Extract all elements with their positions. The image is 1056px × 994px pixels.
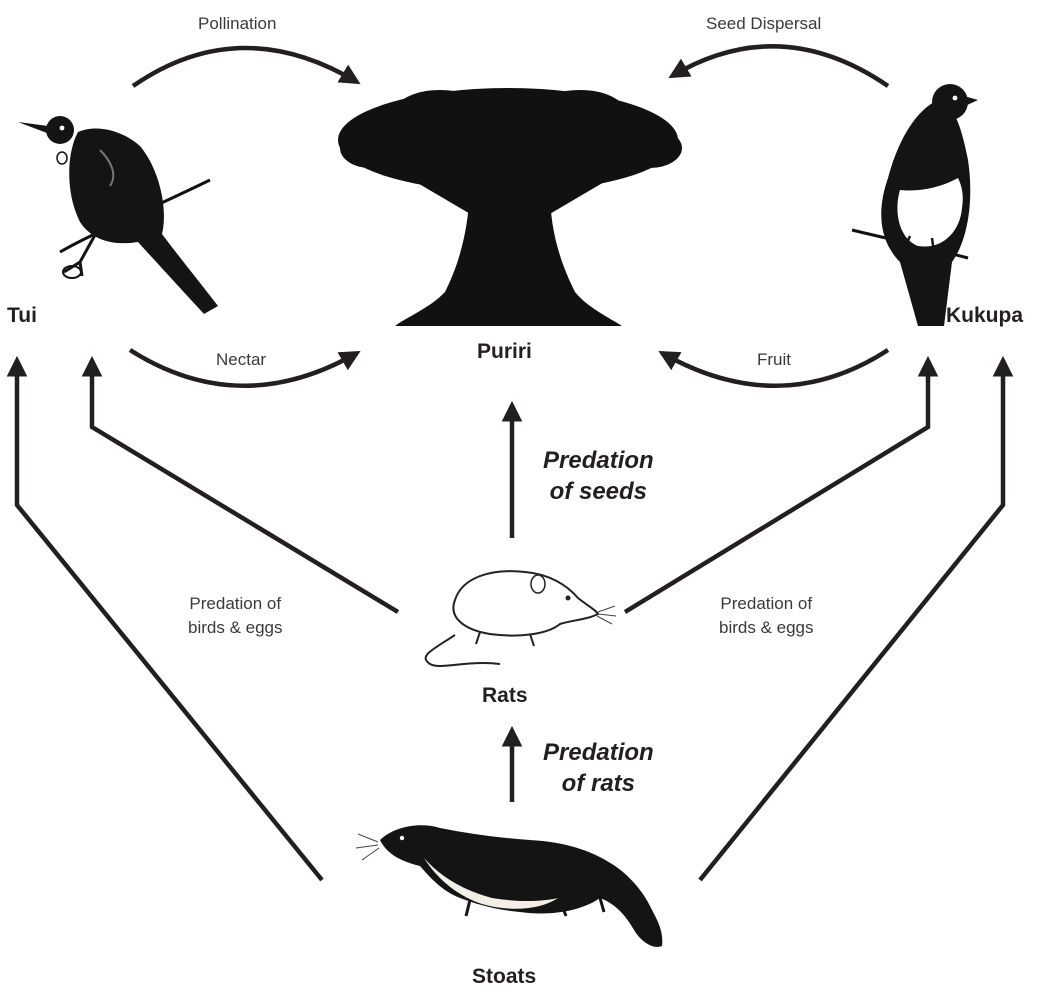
arrow-rats-to-tui (92, 360, 398, 612)
arrow-pollination (133, 48, 357, 86)
edge-label-fruit: Fruit (757, 348, 791, 372)
edge-label-line: Predation (543, 737, 654, 768)
edge-label-predation-of-seeds: Predation of seeds (543, 445, 654, 507)
arrow-rats-to-kukupa (625, 360, 928, 612)
edge-label-pollination: Pollination (198, 12, 276, 36)
edge-label-line: of rats (543, 768, 654, 799)
edge-label-nectar: Nectar (216, 348, 266, 372)
node-label-kukupa: Kukupa (946, 304, 1023, 328)
edge-label-line: of seeds (543, 476, 654, 507)
kukupa-pigeon-illustration (852, 84, 978, 326)
node-label-rats: Rats (482, 684, 528, 708)
edge-label-predation-of-rats: Predation of rats (543, 737, 654, 799)
arrow-seed-dispersal (672, 46, 888, 86)
node-label-tui: Tui (7, 304, 37, 328)
node-label-stoats: Stoats (472, 965, 536, 989)
edge-label-predation-birds-right: Predation of birds & eggs (719, 592, 814, 640)
edge-label-predation-birds-left: Predation of birds & eggs (188, 592, 283, 640)
edge-label-line: Predation (543, 445, 654, 476)
edge-label-line: birds & eggs (719, 616, 814, 640)
node-label-puriri: Puriri (477, 340, 532, 364)
edge-label-line: birds & eggs (188, 616, 283, 640)
rat-illustration (426, 571, 616, 666)
edge-label-line: Predation of (719, 592, 814, 616)
edge-label-seed-dispersal: Seed Dispersal (706, 12, 821, 36)
puriri-tree-illustration (338, 88, 682, 326)
stoat-illustration (356, 825, 662, 947)
edge-label-line: Predation of (188, 592, 283, 616)
tui-bird-illustration (18, 116, 218, 314)
